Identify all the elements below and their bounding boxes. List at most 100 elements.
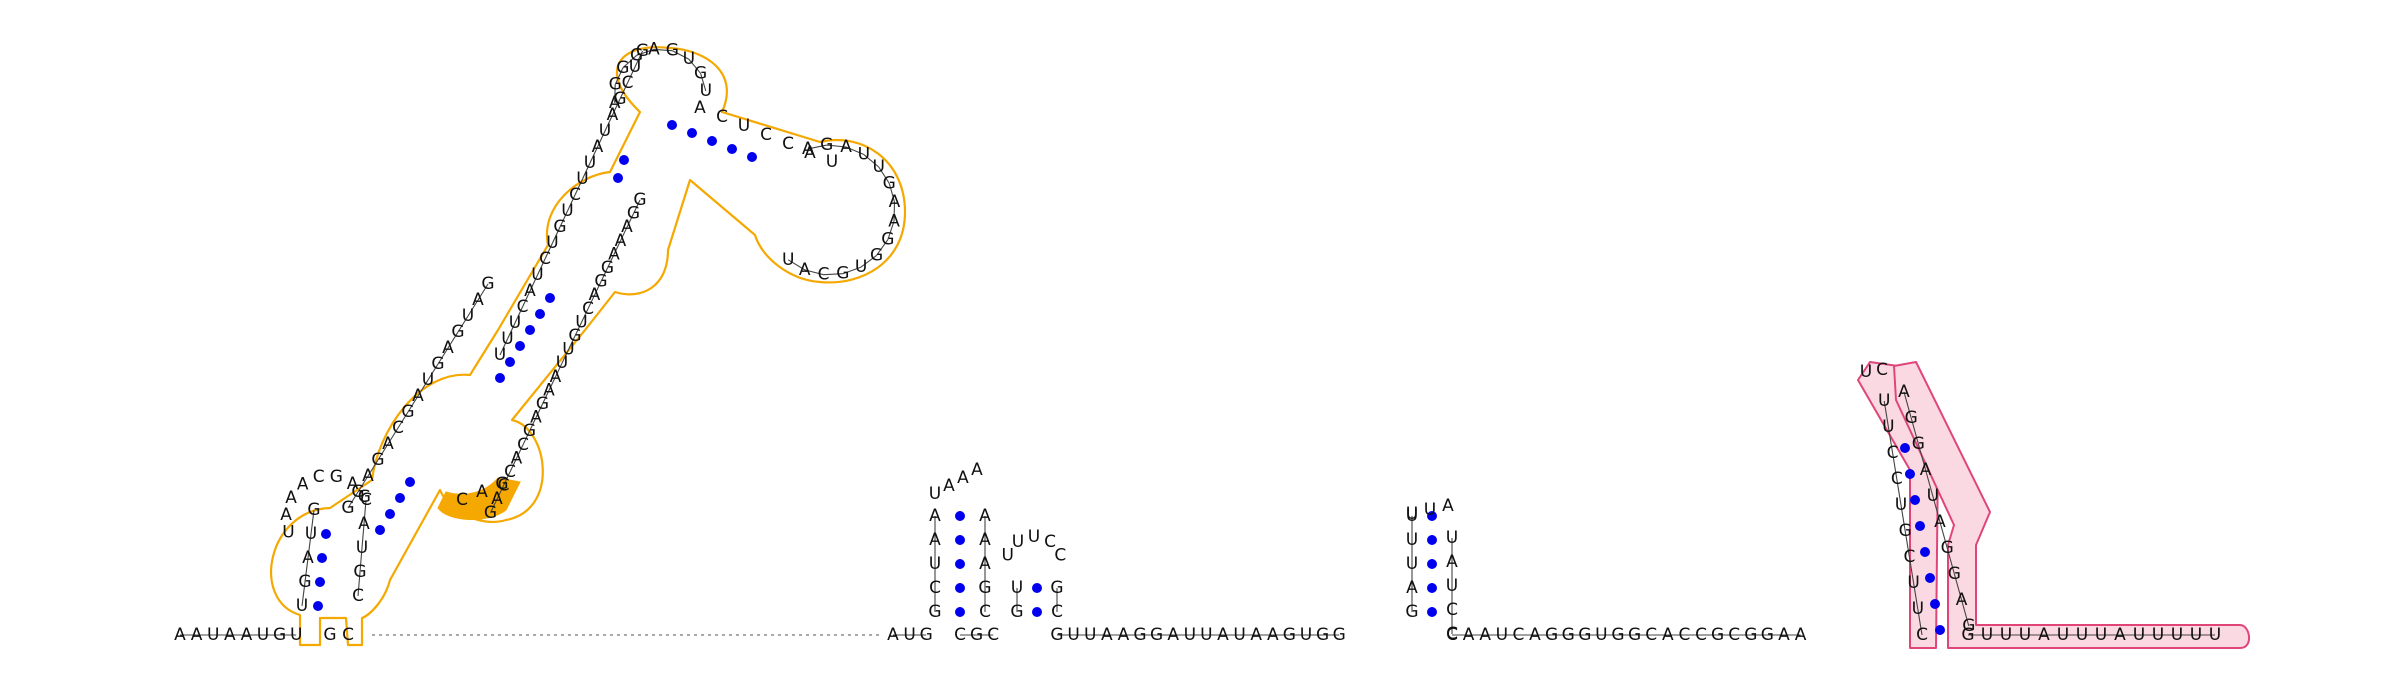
backbone-bond bbox=[1908, 556, 1915, 584]
tail-nucleotide: U bbox=[2057, 625, 2069, 645]
strand-nucleotide: U bbox=[556, 353, 568, 373]
strand-nucleotide: G bbox=[536, 394, 549, 414]
loop-nucleotide: A bbox=[889, 192, 901, 212]
backbone-bond bbox=[627, 66, 636, 84]
stem-nucleotide: C bbox=[1446, 624, 1458, 644]
strand-nucleotide: A bbox=[589, 285, 601, 305]
stem-nucleotide: C bbox=[929, 578, 941, 598]
base-pair-dot bbox=[1900, 443, 1910, 453]
stem-nucleotide: C bbox=[760, 125, 772, 145]
backbone-bond bbox=[1939, 521, 1948, 549]
linker-nucleotide: G bbox=[1050, 625, 1063, 645]
strand-nucleotide: C bbox=[517, 435, 529, 455]
backbone-bond bbox=[612, 98, 621, 116]
backbone-bond bbox=[561, 349, 569, 364]
base-pair-dot bbox=[515, 341, 525, 351]
stem-nucleotide: A bbox=[1406, 578, 1418, 598]
stem-nucleotide: A bbox=[1934, 512, 1946, 532]
stem-nucleotide: A bbox=[694, 98, 706, 118]
tail-nucleotide: G bbox=[1961, 625, 1974, 645]
tail-nucleotide: U bbox=[2019, 625, 2031, 645]
linker-nucleotide: A bbox=[1101, 625, 1113, 645]
strand-nucleotide: A bbox=[442, 338, 454, 358]
loop-nucleotide: G bbox=[870, 245, 883, 265]
stem-nucleotide: A bbox=[929, 530, 941, 550]
strand-nucleotide: G bbox=[484, 503, 497, 523]
linker-nucleotide: C bbox=[987, 625, 999, 645]
leader-nucleotide: U bbox=[257, 625, 269, 645]
stem-nucleotide: U bbox=[1446, 576, 1458, 596]
linker-nucleotide: U bbox=[1595, 625, 1607, 645]
linker-nucleotide: G bbox=[1333, 625, 1346, 645]
tail-nucleotide: U bbox=[2133, 625, 2145, 645]
backbone-bond bbox=[589, 146, 598, 164]
backbone-bond bbox=[636, 48, 655, 56]
linker-nucleotide: C bbox=[1446, 625, 1458, 645]
strand-nucleotide: G bbox=[568, 326, 581, 346]
linker-nucleotide: U bbox=[1300, 625, 1312, 645]
strand-nucleotide: A bbox=[607, 105, 619, 125]
backbone-bond bbox=[567, 194, 576, 212]
stem-nucleotide: U bbox=[1011, 578, 1023, 598]
backbone-bond bbox=[417, 379, 429, 397]
backbone-bond bbox=[490, 498, 498, 514]
stem-nucleotide: U bbox=[1406, 554, 1418, 574]
backbone-bond bbox=[307, 533, 312, 559]
backbone-bond bbox=[447, 331, 459, 349]
backbone-bond bbox=[1883, 400, 1889, 428]
backbone-bond bbox=[845, 146, 865, 156]
stem-nucleotide: C bbox=[1446, 600, 1458, 620]
orange-region-outline bbox=[270, 46, 907, 647]
backbone-bond bbox=[860, 254, 877, 268]
strand-nucleotide: A bbox=[524, 281, 536, 301]
stem-nucleotide: A bbox=[979, 506, 991, 526]
linker-nucleotide: U bbox=[1233, 625, 1245, 645]
stem-nucleotide: G bbox=[353, 562, 366, 582]
stem-nucleotide: A bbox=[929, 506, 941, 526]
loop-nucleotide: G bbox=[609, 75, 622, 95]
backbone-bond bbox=[496, 485, 504, 500]
stem-nucleotide: U bbox=[1895, 495, 1907, 515]
backbone-bond bbox=[1917, 443, 1927, 471]
linker-nucleotide: A bbox=[1267, 625, 1279, 645]
stem-nucleotide: C bbox=[1916, 625, 1928, 645]
seed-nucleotide: C bbox=[456, 490, 468, 510]
strand-nucleotide: A bbox=[491, 489, 503, 509]
backbone-bond bbox=[548, 376, 556, 391]
backbone-bond bbox=[1953, 573, 1963, 601]
strand-nucleotide: U bbox=[531, 265, 543, 285]
backbone-bond bbox=[535, 403, 543, 418]
linker-nucleotide: A bbox=[1463, 625, 1475, 645]
backbone-bond bbox=[887, 221, 895, 240]
loop-nucleotide: A bbox=[285, 488, 297, 508]
linker-nucleotide: G bbox=[1562, 625, 1575, 645]
stem-nucleotide: G bbox=[1912, 434, 1925, 454]
backbone-bond bbox=[359, 547, 363, 573]
backbone-bond bbox=[1910, 417, 1919, 445]
stem-nucleotide: U bbox=[1912, 599, 1924, 619]
strand-nucleotide: G bbox=[451, 322, 464, 342]
strand-nucleotide: C bbox=[569, 185, 581, 205]
tail-nucleotide: U bbox=[2209, 625, 2221, 645]
backbone-bond bbox=[653, 48, 673, 52]
stem-nucleotide: A bbox=[1898, 382, 1910, 402]
loop-nucleotide: U bbox=[1424, 500, 1436, 520]
backbone-bond bbox=[574, 178, 583, 196]
strand-nucleotide: A bbox=[550, 367, 562, 387]
leader-nucleotide: U bbox=[290, 625, 302, 645]
backbone-bond bbox=[581, 308, 589, 323]
backbone-bond bbox=[407, 395, 419, 413]
backbone-bond bbox=[842, 266, 862, 275]
leader-nucleotide: A bbox=[241, 625, 253, 645]
stem-nucleotide: G bbox=[1899, 521, 1912, 541]
strand-nucleotide: G bbox=[523, 421, 536, 441]
stem-nucleotide: C bbox=[1891, 469, 1903, 489]
backbone-bond bbox=[888, 183, 896, 203]
loop-nucleotide: C bbox=[1054, 545, 1066, 565]
loop-nucleotide: A bbox=[840, 137, 852, 157]
stem-nucleotide: U bbox=[305, 524, 317, 544]
stem-nucleotide: A bbox=[1920, 460, 1932, 480]
base-pair-dot bbox=[535, 309, 545, 319]
strand-nucleotide: U bbox=[561, 201, 573, 221]
loop-nucleotide: U bbox=[1028, 527, 1040, 547]
